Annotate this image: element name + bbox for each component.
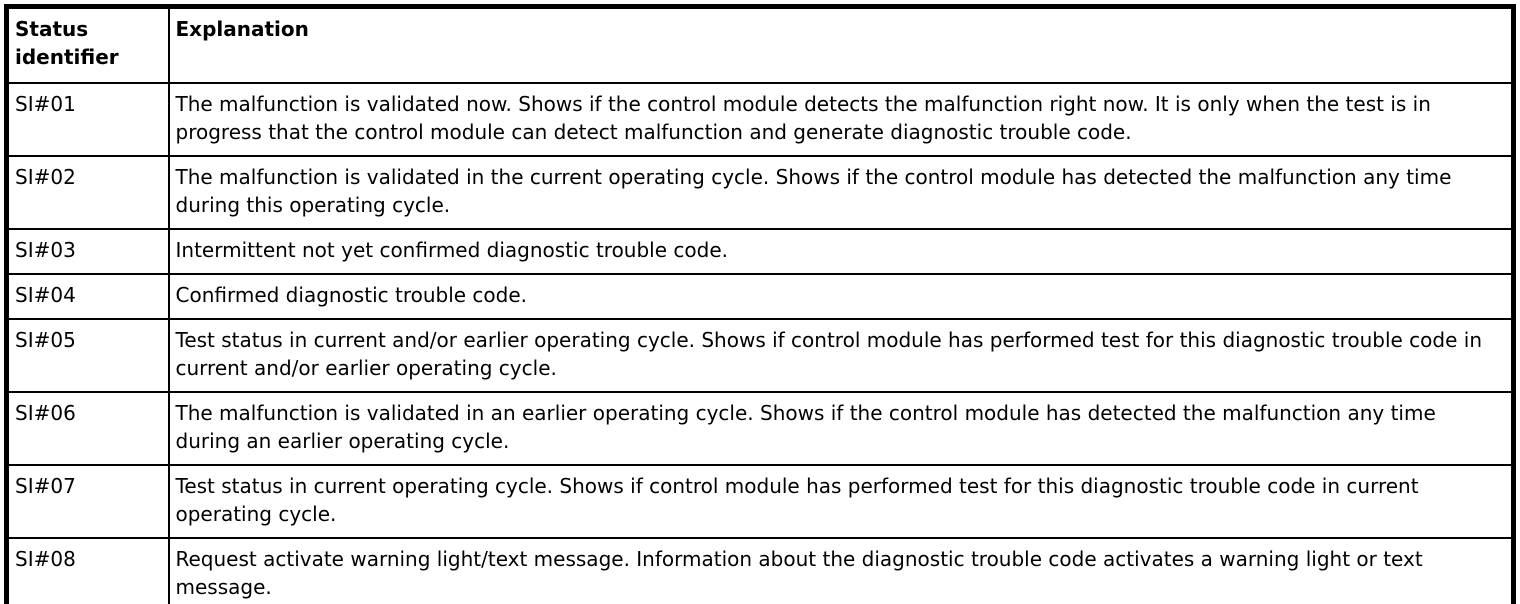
header-row: Status identifier Explanation xyxy=(5,5,1515,84)
table-header: Status identifier Explanation xyxy=(5,5,1515,84)
status-id-cell: SI#05 xyxy=(5,318,170,393)
column-header-status-identifier: Status identifier xyxy=(5,5,170,84)
table-row: SI#07 Test status in current operating c… xyxy=(5,464,1515,539)
explanation-cell: The malfunction is validated now. Shows … xyxy=(167,82,1515,157)
status-id-cell: SI#01 xyxy=(5,82,170,157)
explanation-cell: Intermittent not yet confirmed diagnosti… xyxy=(167,228,1515,275)
explanation-cell: Test status in current and/or earlier op… xyxy=(167,318,1515,393)
status-id-cell: SI#02 xyxy=(5,155,170,230)
table-row: SI#02 The malfunction is validated in th… xyxy=(5,155,1515,230)
column-header-explanation: Explanation xyxy=(167,5,1515,84)
explanation-cell: Request activate warning light/text mess… xyxy=(167,537,1515,604)
table-row: SI#03 Intermittent not yet confirmed dia… xyxy=(5,228,1515,275)
explanation-cell: Test status in current operating cycle. … xyxy=(167,464,1515,539)
status-identifier-table: Status identifier Explanation SI#01 The … xyxy=(4,4,1516,604)
status-id-cell: SI#06 xyxy=(5,391,170,466)
table-row: SI#04 Confirmed diagnostic trouble code. xyxy=(5,273,1515,320)
explanation-cell: Confirmed diagnostic trouble code. xyxy=(167,273,1515,320)
table-row: SI#06 The malfunction is validated in an… xyxy=(5,391,1515,466)
explanation-cell: The malfunction is validated in the curr… xyxy=(167,155,1515,230)
status-id-cell: SI#04 xyxy=(5,273,170,320)
table-row: SI#05 Test status in current and/or earl… xyxy=(5,318,1515,393)
explanation-cell: The malfunction is validated in an earli… xyxy=(167,391,1515,466)
status-id-cell: SI#07 xyxy=(5,464,170,539)
table-body: SI#01 The malfunction is validated now. … xyxy=(5,82,1515,604)
table-row: SI#08 Request activate warning light/tex… xyxy=(5,537,1515,604)
status-id-cell: SI#03 xyxy=(5,228,170,275)
status-id-cell: SI#08 xyxy=(5,537,170,604)
table-row: SI#01 The malfunction is validated now. … xyxy=(5,82,1515,157)
